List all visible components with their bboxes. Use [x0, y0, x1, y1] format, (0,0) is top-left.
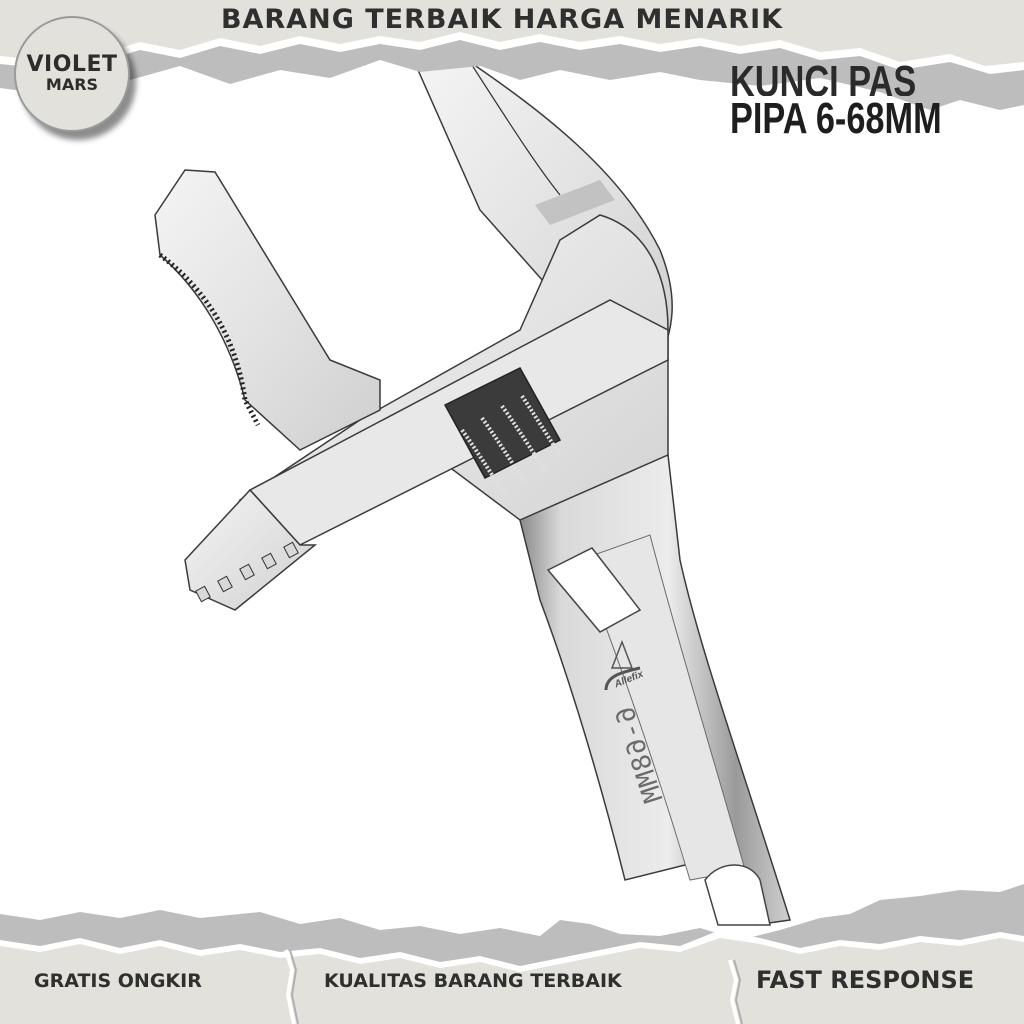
header-tagline: BARANG TERBAIK HARGA MENARIK	[220, 4, 784, 35]
badge-line1: VIOLET	[26, 52, 118, 77]
badge-line2: MARS	[45, 75, 99, 94]
product-title-line2: PIPA 6-68MM	[730, 94, 942, 143]
footer-free-shipping: GRATIS ONGKIR	[34, 970, 202, 992]
footer-best-quality: KUALITAS BARANG TERBAIK	[324, 970, 622, 992]
product-title: KUNCI PAS PIPA 6-68MM	[730, 60, 1020, 142]
handle-slot	[546, 547, 642, 633]
brand-logo-icon	[610, 639, 634, 669]
store-logo-badge: VIOLET MARS	[14, 16, 130, 132]
product-title-line1: KUNCI PAS	[730, 60, 917, 96]
footer-fast-response: FAST RESPONSE	[756, 966, 975, 994]
hang-hole	[704, 864, 771, 926]
